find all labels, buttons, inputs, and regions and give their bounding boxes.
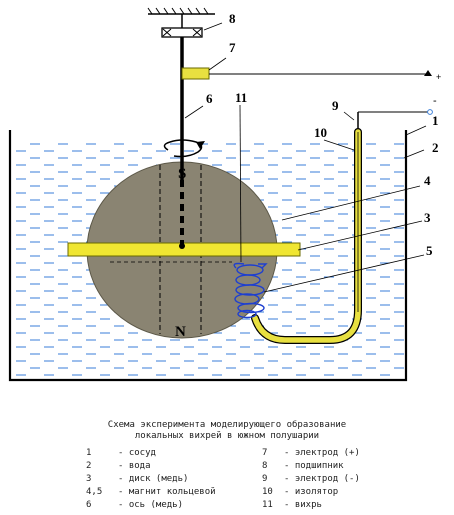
caption-line-1: Схема эксперимента моделирующего образов… [107, 420, 347, 430]
plus-sign: + [436, 72, 441, 82]
legend-num: 7 [262, 448, 268, 458]
label-10: 10 [314, 125, 327, 140]
legend-num: 10 [262, 487, 273, 497]
label-4: 4 [424, 173, 431, 188]
legend-num: 3 [86, 474, 92, 484]
legend-num: 2 [86, 461, 92, 471]
legend-text: - сосуд [118, 448, 156, 458]
legend-text: - электрод (+) [284, 448, 360, 458]
label-6: 6 [206, 91, 213, 106]
caption-line-2: локальных вихрей в южном полушарии [134, 431, 320, 441]
label-2: 2 [432, 140, 439, 155]
label-11: 11 [235, 90, 247, 105]
bearing [161, 27, 203, 38]
label-7: 7 [229, 40, 236, 55]
vortex [233, 262, 268, 319]
label-1: 1 [432, 113, 439, 128]
legend-text: - изолятор [284, 487, 339, 497]
label-3: 3 [424, 210, 431, 225]
pole-south: S [178, 166, 186, 182]
leader-lines [184, 22, 427, 293]
legend-num: 8 [262, 461, 268, 471]
legend-num: 9 [262, 474, 268, 484]
legend-text: - вихрь [284, 500, 322, 510]
legend-text: - диск (медь) [118, 474, 189, 484]
label-8: 8 [229, 11, 236, 26]
pole-north: N [175, 324, 186, 340]
legend-text: - подшипник [284, 461, 344, 471]
legend-text: - магнит кольцевой [118, 487, 216, 497]
electrode-plus [181, 67, 210, 80]
legend-num: 11 [262, 500, 273, 510]
minus-sign: - [433, 95, 437, 107]
legend-num: 6 [86, 500, 92, 510]
vessel [8, 130, 408, 382]
label-9: 9 [332, 98, 339, 113]
legend-text: - ось (медь) [118, 500, 184, 510]
legend-text: - электрод (-) [284, 474, 360, 484]
legend-text: - вода [118, 461, 151, 471]
insulator [252, 129, 361, 343]
legend-num: 4,5 [86, 487, 103, 497]
experiment-diagram: 8 7 6 11 9 10 1 2 4 3 5 S N - + [8, 7, 441, 382]
label-5: 5 [426, 243, 433, 258]
legend-num: 1 [86, 448, 92, 458]
